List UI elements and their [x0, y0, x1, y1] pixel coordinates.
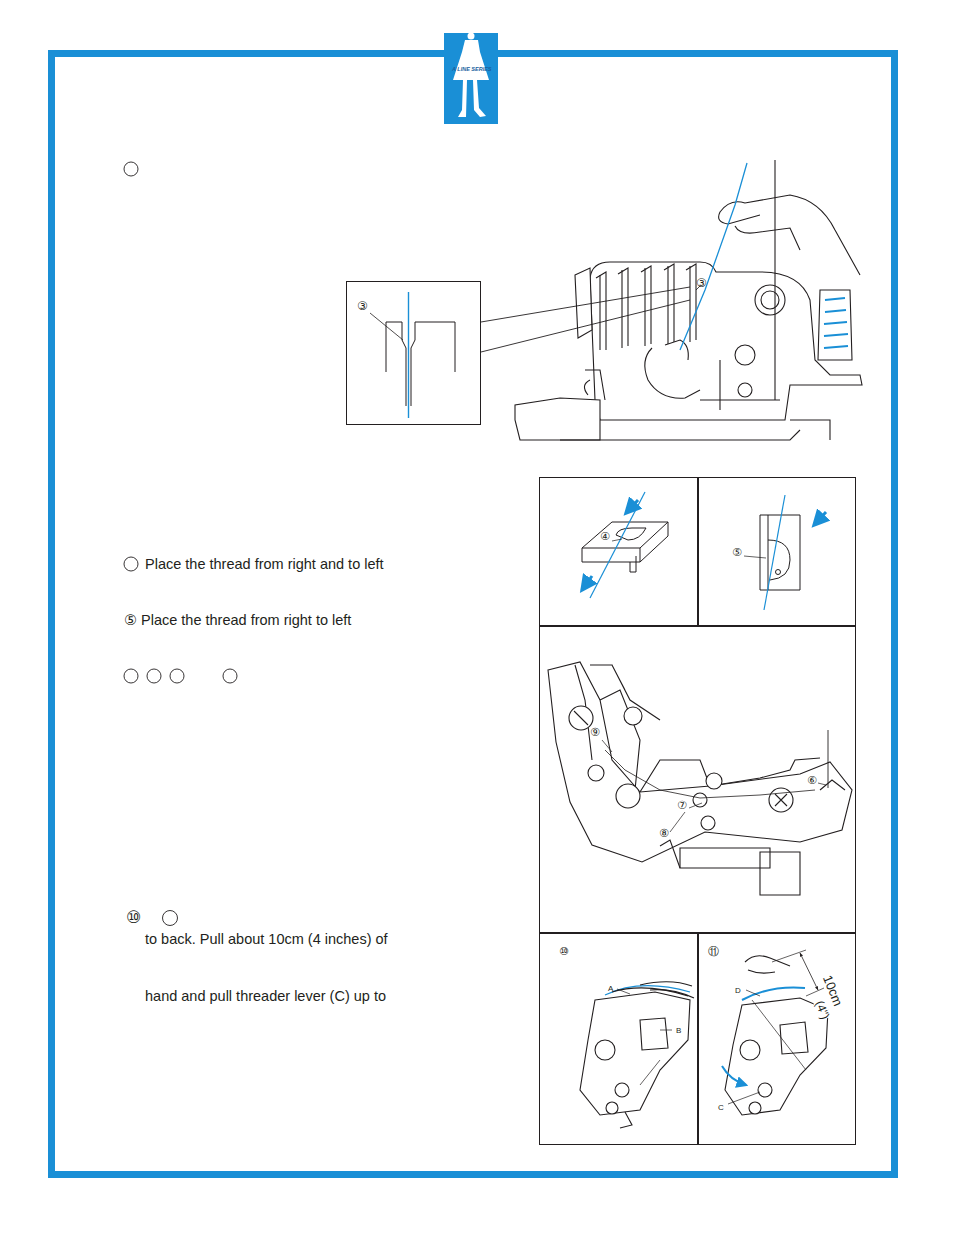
detail-inset: ③	[346, 281, 481, 425]
logo-text: A LINE SERIES	[452, 67, 492, 73]
callout-number: ⑩	[559, 946, 569, 957]
callout-number: ⑨	[590, 727, 600, 738]
figure-panel: ④	[539, 477, 698, 626]
step-circles	[124, 162, 237, 926]
direction-arrow	[722, 1066, 746, 1085]
callout-number: ⑪	[708, 946, 719, 957]
part-letter: A	[608, 985, 613, 993]
instruction-text: hand and pull threader lever (C) up to	[145, 989, 386, 1004]
callout-number: ④	[600, 531, 610, 542]
figure-panel: ⑪D10cm(4")C	[698, 933, 856, 1145]
lower-looper	[580, 982, 694, 1128]
figure-panel: ⑨ ⑦ ⑥ ⑧	[539, 626, 856, 933]
callout-number: ⑤	[732, 547, 742, 558]
tension-disc-detail	[370, 292, 455, 418]
page-frame	[52, 54, 895, 1175]
callout-number: ⑧	[659, 828, 669, 839]
instruction-text: Place the thread from right and to left	[145, 557, 384, 572]
direction-arrow	[582, 576, 592, 590]
callout-number: ③	[357, 300, 368, 312]
callout-number: ⑦	[677, 800, 687, 811]
part-letter: D	[735, 987, 741, 995]
logo	[444, 33, 498, 125]
figure-panel: ⑩ A B	[539, 933, 698, 1145]
dimension-label: (4")	[813, 999, 831, 1021]
lower-looper-threader	[725, 950, 828, 1115]
instruction-text: to back. Pull about 10cm (4 inches) of	[145, 932, 388, 947]
callout-number: ⑥	[807, 775, 817, 786]
part-letter: C	[718, 1104, 724, 1112]
thread-hook-guide	[744, 495, 800, 610]
figure-panel: ⑤	[698, 477, 856, 626]
direction-arrow	[814, 512, 826, 525]
looper-mechanism	[548, 662, 852, 895]
callout-number: ⑩	[126, 909, 141, 926]
thread-line	[680, 163, 747, 350]
callout-number: ③	[696, 277, 707, 289]
part-letter: B	[676, 1027, 681, 1035]
instruction-text: ⑤ Place the thread from right to left	[124, 613, 351, 628]
direction-arrow	[626, 500, 638, 513]
zoom-lines	[481, 287, 690, 352]
thread-guide-plate	[582, 492, 668, 598]
